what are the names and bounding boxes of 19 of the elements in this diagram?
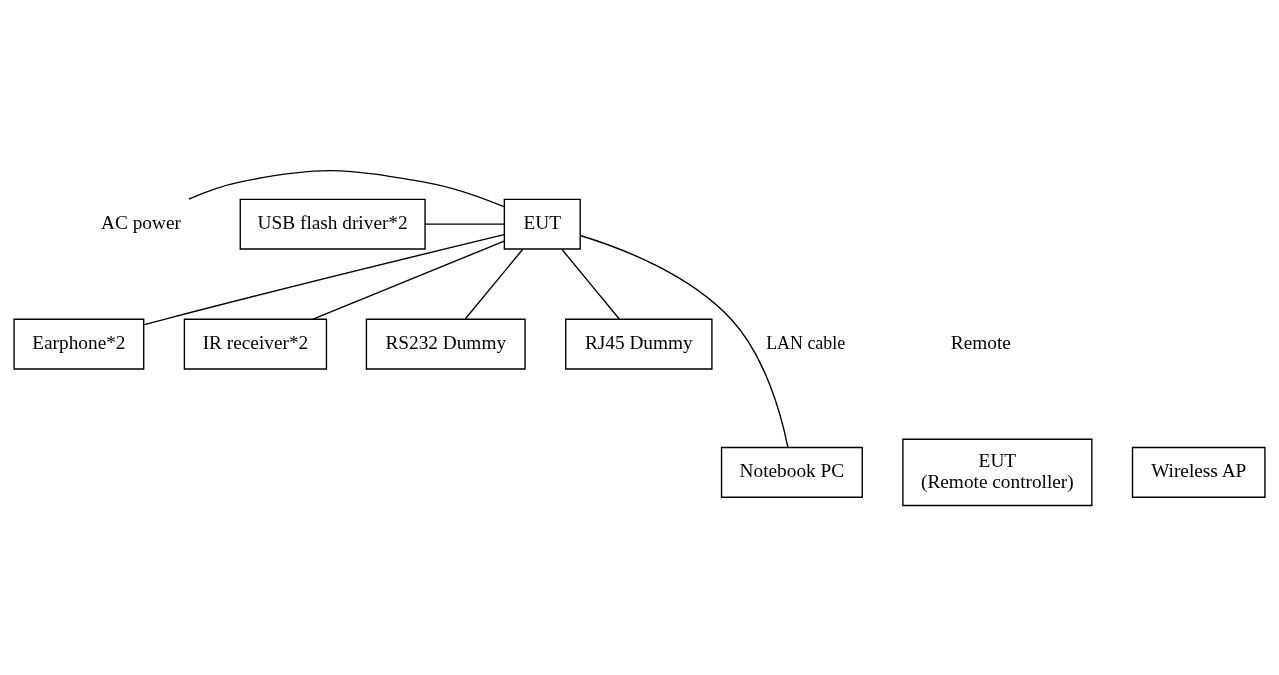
- label: Remote: [950, 331, 1011, 353]
- node-box: Wireless AP: [1131, 446, 1266, 498]
- connector: [579, 234, 789, 448]
- node-box: IR receiver*2: [183, 318, 328, 370]
- connector: [561, 248, 620, 320]
- node-box: RJ45 Dummy: [565, 318, 713, 370]
- node-box: EUT: [503, 198, 581, 250]
- edge-label: LAN cable: [766, 332, 846, 353]
- connector: [143, 233, 505, 325]
- connector: [424, 222, 505, 225]
- connector: [464, 248, 524, 320]
- node-box: Notebook PC: [720, 446, 863, 498]
- connector: [188, 169, 505, 207]
- node-box: EUT (Remote controller): [902, 438, 1093, 506]
- node-box: RS232 Dummy: [365, 318, 526, 370]
- node-box: USB flash driver*2: [239, 198, 426, 250]
- node-text: AC power: [101, 211, 181, 233]
- connector: [312, 239, 505, 320]
- node-box: Earphone*2: [13, 318, 145, 370]
